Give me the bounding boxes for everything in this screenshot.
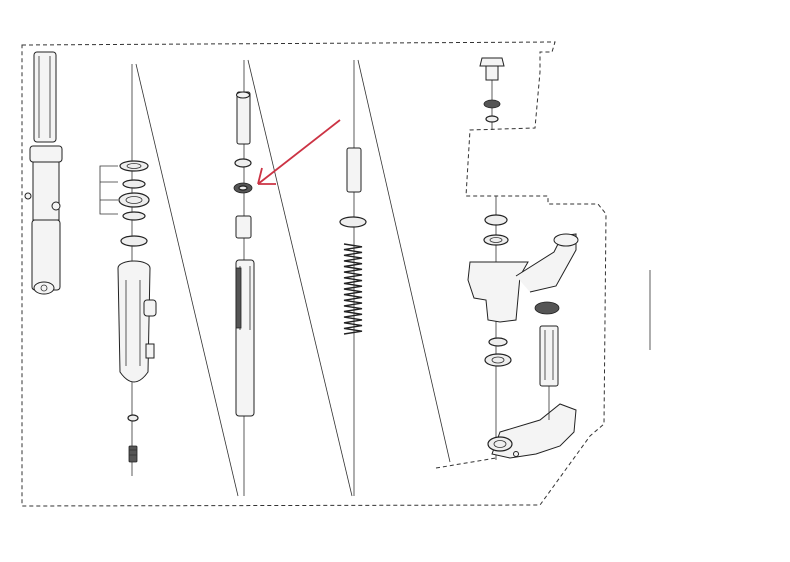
steering-stem-column — [467, 57, 579, 460]
callout-arrow — [257, 119, 341, 185]
spring-column — [339, 59, 451, 496]
dashed-boundary — [21, 41, 607, 507]
spring-coil — [343, 243, 363, 335]
inner-tube-column — [233, 59, 353, 497]
outer-tube-column — [117, 63, 239, 497]
assembled-fork-leg — [24, 51, 63, 295]
fork-spring — [343, 243, 363, 335]
dashed-connector — [435, 457, 497, 469]
parts-bracket — [99, 165, 118, 215]
